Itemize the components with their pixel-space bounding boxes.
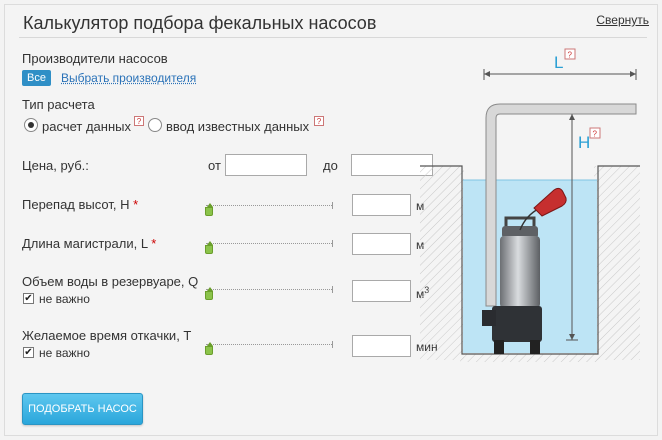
- pump-time-slider[interactable]: [206, 341, 333, 348]
- height-diff-slider-handle[interactable]: [205, 203, 213, 216]
- pump-foot-left: [494, 340, 504, 354]
- price-to-input[interactable]: [351, 154, 433, 176]
- price-from-input[interactable]: [225, 154, 307, 176]
- pump-diagram: L H ? ?: [416, 40, 648, 365]
- help-calculate-icon[interactable]: ?: [134, 116, 144, 126]
- radio-known-data[interactable]: [148, 118, 162, 132]
- pump-base: [492, 306, 542, 342]
- help-known-icon[interactable]: ?: [314, 116, 324, 126]
- help-h-box: [589, 127, 601, 139]
- water-volume-label: Объем воды в резервуаре, Q: [22, 274, 199, 289]
- main-length-slider-handle[interactable]: [205, 241, 213, 254]
- pump: [482, 187, 567, 354]
- ground-right: [594, 166, 640, 360]
- label-h: H: [578, 133, 590, 152]
- pump-time-label: Желаемое время откачки, T: [22, 328, 192, 343]
- radio-calculate-data[interactable]: [24, 118, 38, 132]
- radio-calculate-data-label: расчет данных: [42, 119, 131, 134]
- ground-left: [420, 166, 464, 360]
- pump-foot-right: [530, 340, 540, 354]
- main-length-label: Длина магистрали, L *: [22, 236, 156, 251]
- pump-time-not-important-label: не важно: [39, 346, 90, 360]
- pump-body: [500, 236, 540, 308]
- help-l-box: [564, 48, 576, 60]
- pump-time-slider-handle[interactable]: [205, 342, 213, 355]
- collapse-link[interactable]: Свернуть: [596, 13, 649, 27]
- main-length-slider[interactable]: [206, 240, 333, 247]
- pump-outlet: [482, 310, 496, 326]
- pump-diagram-svg: L H ? ?: [420, 48, 640, 362]
- h-arrow-bottom: [569, 334, 575, 340]
- height-diff-slider[interactable]: [206, 202, 333, 209]
- pump-time-input[interactable]: [352, 335, 411, 357]
- h-arrow-top: [569, 114, 575, 120]
- ground-bottom: [460, 354, 600, 362]
- main-length-text: Длина магистрали, L: [22, 236, 148, 251]
- height-diff-text: Перепад высот, H: [22, 197, 130, 212]
- main-length-input[interactable]: [352, 233, 411, 255]
- help-h-icon: ?: [593, 130, 598, 139]
- find-pump-button[interactable]: ПОДОБРАТЬ НАСОС: [22, 393, 143, 425]
- water-volume-slider-handle[interactable]: [205, 287, 213, 300]
- water-volume-slider[interactable]: [206, 286, 333, 293]
- manufacturers-label: Производители насосов: [22, 51, 168, 66]
- radio-known-data-label: ввод известных данных: [166, 119, 310, 134]
- pump-time-not-important-checkbox[interactable]: ✔: [23, 347, 34, 358]
- height-diff-input[interactable]: [352, 194, 411, 216]
- label-l: L: [554, 53, 563, 72]
- main-length-required: *: [151, 236, 157, 251]
- price-from-label: от: [208, 158, 221, 173]
- water-volume-not-important-checkbox[interactable]: ✔: [23, 293, 34, 304]
- help-l-icon: ?: [568, 51, 573, 60]
- l-arrow-left: [484, 71, 490, 77]
- page-title: Калькулятор подбора фекальных насосов: [23, 13, 377, 33]
- l-arrow-right: [630, 71, 636, 77]
- all-manufacturers-tag[interactable]: Все: [22, 70, 51, 86]
- float-switch: [533, 187, 567, 217]
- price-label: Цена, руб.:: [22, 158, 89, 173]
- height-diff-required: *: [133, 197, 139, 212]
- calc-type-label: Тип расчета: [22, 97, 95, 112]
- water-volume-input[interactable]: [352, 280, 411, 302]
- water-volume-not-important-label: не важно: [39, 292, 90, 306]
- price-to-label: до: [323, 158, 338, 173]
- pump-top: [502, 226, 538, 238]
- pump-handle: [504, 216, 536, 228]
- choose-manufacturer-link[interactable]: Выбрать производителя: [61, 71, 197, 85]
- discharge-pipe: [485, 103, 637, 307]
- height-diff-label: Перепад высот, H *: [22, 197, 138, 212]
- title-divider: [19, 37, 647, 38]
